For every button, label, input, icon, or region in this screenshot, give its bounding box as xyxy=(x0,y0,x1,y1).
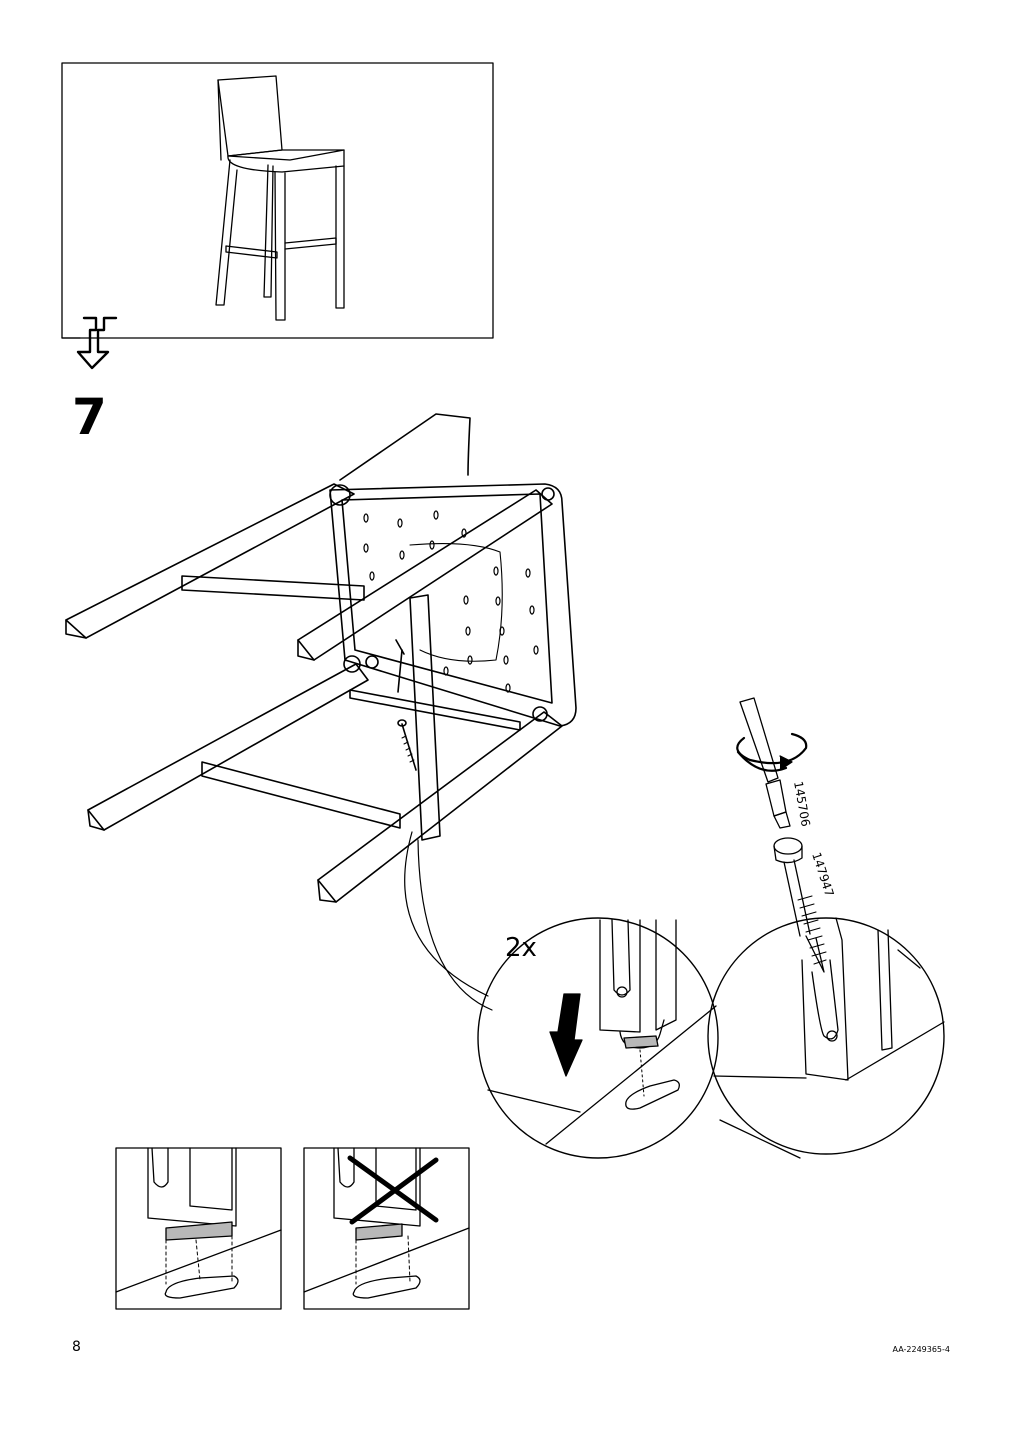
correct-example-panel xyxy=(115,1147,282,1310)
bar-stool-thumbnail xyxy=(215,75,345,321)
cross-icon xyxy=(347,1155,439,1225)
previous-step-frame xyxy=(61,62,494,370)
screw-part-number: 147947 xyxy=(809,851,836,899)
step-number: 7 xyxy=(72,388,107,446)
down-arrow-icon xyxy=(61,316,118,370)
page-number: 8 xyxy=(72,1339,81,1355)
hex-key-tool xyxy=(736,697,808,829)
detail-insert-circle xyxy=(477,917,719,1159)
detail-screw-circle xyxy=(707,917,945,1159)
screw xyxy=(773,837,827,973)
quantity-label: 2x xyxy=(505,933,537,963)
incorrect-example-panel xyxy=(303,1147,470,1310)
insert-arrow-icon xyxy=(549,993,583,1077)
tool-part-number: 145706 xyxy=(791,780,813,828)
document-id: AA-2249365-4 xyxy=(892,1345,950,1354)
upside-down-stool xyxy=(65,413,577,903)
